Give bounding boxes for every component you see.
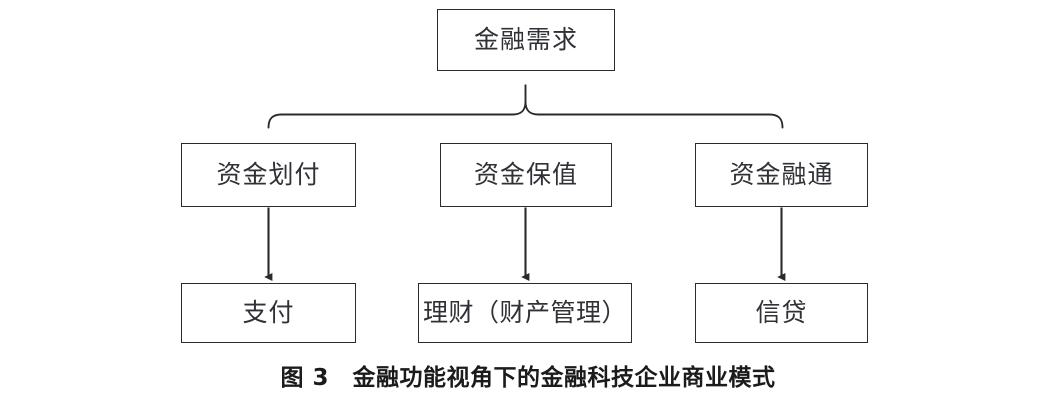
node-wealth-management: 理财（财产管理）	[418, 283, 632, 343]
figure-caption: 图 3 金融功能视角下的金融科技企业商业模式	[280, 365, 776, 391]
node-funds-transfer-label: 资金划付	[216, 161, 321, 189]
node-financial-demand-label: 金融需求	[473, 26, 578, 54]
node-payment-label: 支付	[242, 299, 295, 327]
brace-connector	[267, 84, 784, 129]
node-funds-financing-label: 资金融通	[729, 161, 834, 189]
node-wealth-management-label: 理财（财产管理）	[422, 299, 627, 327]
node-financial-demand: 金融需求	[437, 9, 615, 71]
node-funds-transfer: 资金划付	[181, 143, 356, 207]
node-funds-preservation-label: 资金保值	[473, 161, 578, 189]
node-credit: 信贷	[695, 283, 868, 343]
node-payment: 支付	[181, 283, 356, 343]
node-credit-label: 信贷	[755, 299, 808, 327]
node-funds-preservation: 资金保值	[440, 143, 612, 207]
node-funds-financing: 资金融通	[695, 143, 868, 207]
